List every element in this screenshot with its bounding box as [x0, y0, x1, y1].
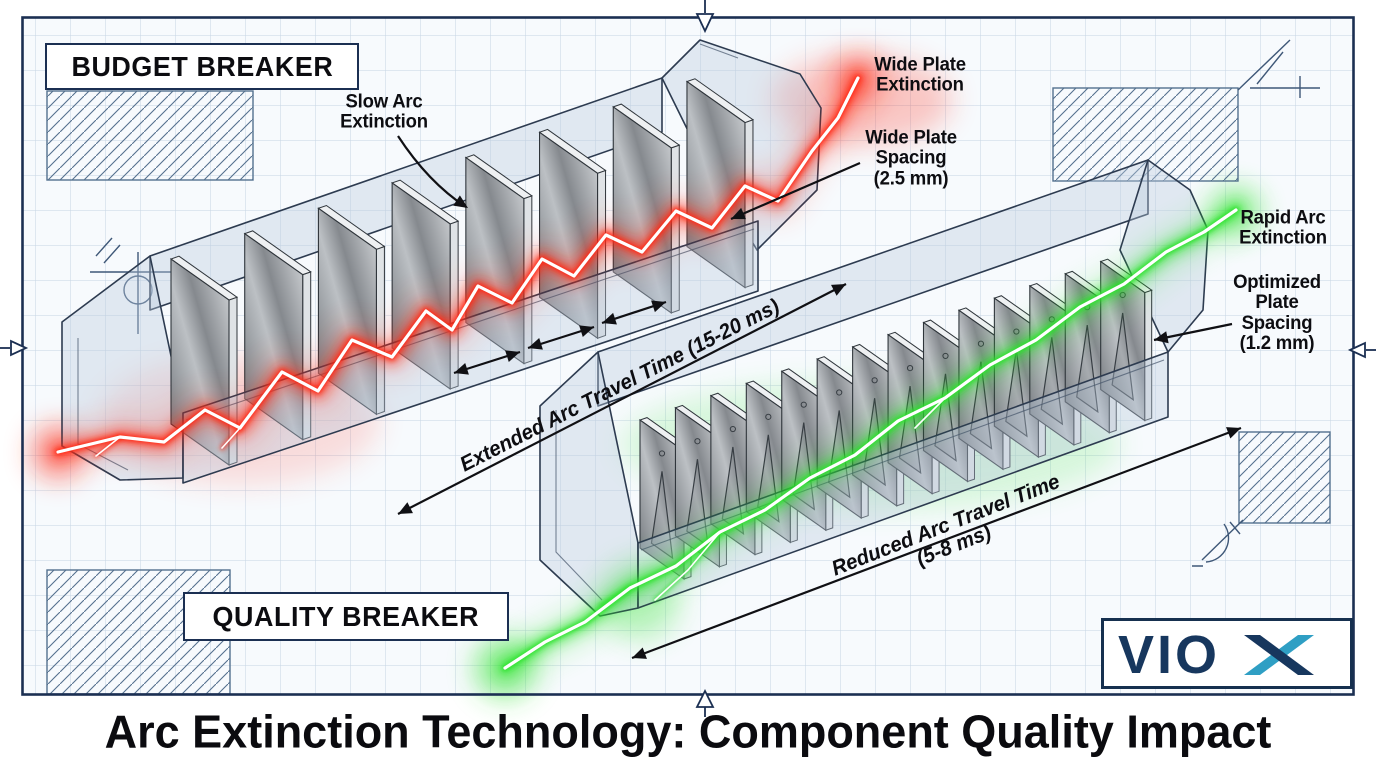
budget-breaker-title: BUDGET BREAKER — [71, 50, 333, 82]
datum-ticks — [90, 237, 186, 334]
annotation-arrows — [397, 161, 1242, 660]
hatch-top-left — [46, 90, 254, 181]
quality-arc — [488, 193, 1253, 685]
drafting-symbols — [90, 39, 1320, 567]
quality-breaker-title: QUALITY BREAKER — [212, 600, 480, 632]
quality-arc-core — [503, 208, 1238, 670]
viox-logo: VIO X — [1118, 625, 1314, 685]
page-title: Arc Extinction Technology: Component Qua… — [104, 704, 1272, 758]
quality-breaker-title-box: QUALITY BREAKER — [183, 592, 509, 641]
quality-breaker-graphic — [488, 159, 1253, 685]
optimized-plate-spacing-label: Optimized Plate Spacing (1.2 mm) — [1233, 271, 1321, 355]
hatch-bottom-right — [1238, 431, 1331, 524]
rapid-arc-label: Rapid Arc Extinction — [1239, 206, 1327, 249]
viox-logo-box: VIO X — [1101, 618, 1353, 689]
slow-arc-pointer-line — [397, 135, 467, 208]
budget-breaker-graphic — [41, 39, 875, 484]
budget-arc — [41, 61, 875, 469]
reg-top-arrow-icon — [695, 13, 715, 34]
slow-arc-label: Slow Arc Extinction — [340, 90, 428, 133]
corner-mark-top-right — [1237, 39, 1320, 98]
quality-far-wall — [597, 159, 1149, 407]
wide-plate-extinction-label: Wide Plate Extinction — [874, 53, 966, 96]
compass-mark-bottom-right — [1192, 519, 1244, 567]
logo-x-icon: X — [1244, 635, 1314, 675]
budget-breaker-title-box: BUDGET BREAKER — [45, 43, 359, 90]
reg-left-arrow-icon — [10, 339, 29, 357]
wide-plate-spacing-label: Wide Plate Spacing (2.5 mm) — [865, 126, 957, 190]
logo-letters: VIO — [1118, 625, 1220, 685]
reg-right-arrow-icon — [1347, 341, 1366, 359]
budget-arc-core — [56, 76, 860, 454]
registration-marks — [0, 0, 1376, 717]
blueprint-frame — [21, 16, 1355, 696]
